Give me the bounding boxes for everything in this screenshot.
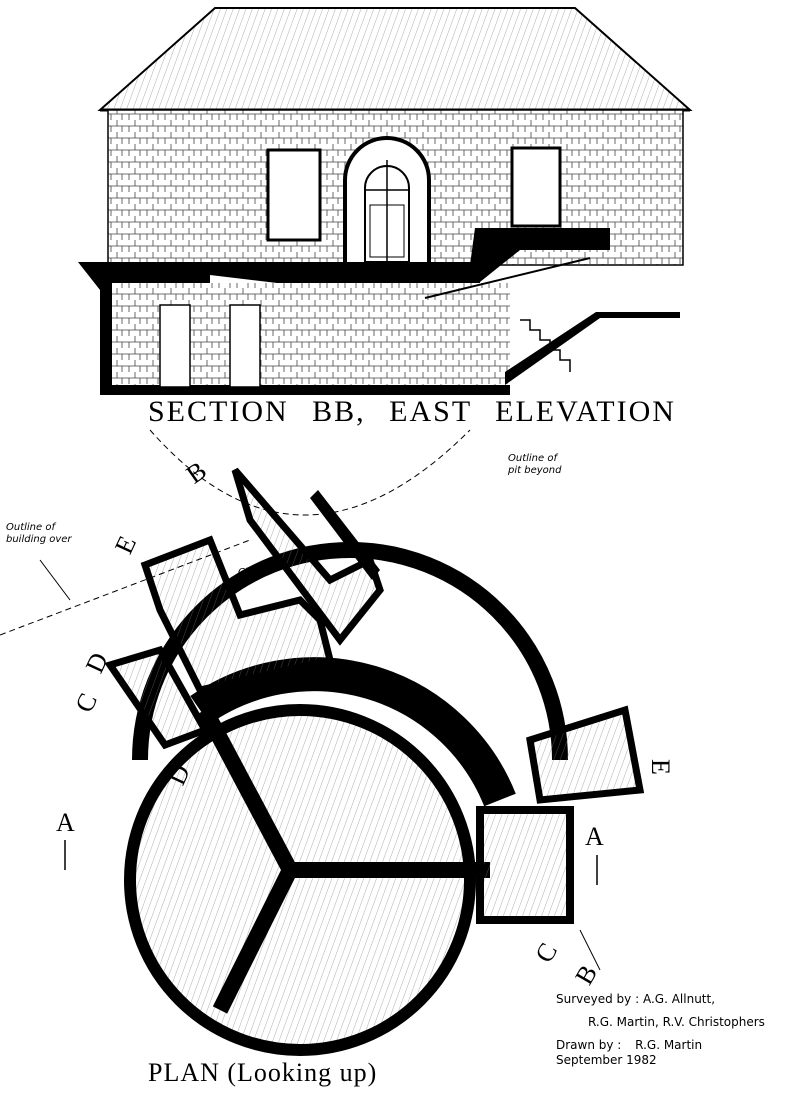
staircase xyxy=(520,319,571,372)
section-title: SECTION BB, EAST ELEVATION xyxy=(148,395,676,428)
right-window xyxy=(510,146,562,228)
east-annex xyxy=(476,806,574,924)
surveyors-line-1: A.G. Allnutt, xyxy=(642,992,716,1006)
arched-doorway xyxy=(343,136,431,267)
section-mark-e-right: E xyxy=(645,759,675,775)
roof xyxy=(97,7,693,111)
left-window xyxy=(266,148,322,242)
main-chamber xyxy=(124,704,476,1056)
surveyed-label: Surveyed by : xyxy=(556,992,640,1006)
building-outline-note: Outline of building over xyxy=(6,522,72,545)
north-arm xyxy=(231,467,384,646)
pit-outline-note: Outline of pit beyond xyxy=(508,453,562,476)
dividing-walls xyxy=(197,706,490,1014)
west-arm xyxy=(104,645,211,750)
drawn-label: Drawn by : xyxy=(556,1038,622,1052)
pit-outline-arc xyxy=(149,429,471,516)
building-outline-line xyxy=(0,539,251,636)
east-elevation xyxy=(78,7,693,395)
chute-label: Chute xyxy=(238,567,268,578)
section-mark-a-left: A xyxy=(56,808,75,837)
credits-block: Surveyed by : A.G. Allnutt, R.G. Martin,… xyxy=(556,992,765,1068)
drawing-date: September 1982 xyxy=(556,1053,657,1067)
east-projection xyxy=(526,705,645,804)
plan-title: PLAN (Looking up) xyxy=(148,1058,378,1087)
drawn-name: R.G. Martin xyxy=(635,1038,703,1052)
surveyors-line-2: R.G. Martin, R.V. Christophers xyxy=(588,1015,765,1029)
plan-view xyxy=(0,429,645,1056)
chute-tower xyxy=(140,535,335,695)
section-mark-a-right: A xyxy=(585,822,604,851)
